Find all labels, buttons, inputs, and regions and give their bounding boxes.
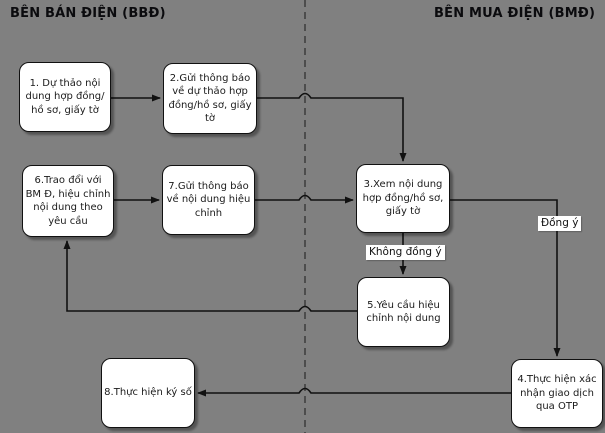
lane-title-buyer: BÊN MUA ĐIỆN (BMĐ) xyxy=(434,6,596,21)
arrow-step4-to-step8 xyxy=(197,387,511,397)
arrow-step5-to-step6 xyxy=(63,240,357,312)
edge-label-disagree: Không đồng ý xyxy=(366,245,445,261)
node-6-discuss-revise: 6.Trao đổi với BM Đ, hiệu chỉnh nội dung… xyxy=(22,165,114,237)
node-3-review-content: 3.Xem nội dung hợp đồng/hồ sơ, giấy tờ xyxy=(356,164,450,233)
node-1-draft-contract: 1. Dự thảo nội dung hợp đồng/ hồ sơ, giấ… xyxy=(19,62,111,132)
lane-title-seller: BÊN BÁN ĐIỆN (BBĐ) xyxy=(10,6,166,21)
node-8-digital-sign: 8.Thực hiện ký số xyxy=(101,358,195,428)
arrow-step3-to-step4-agree xyxy=(450,199,561,357)
node-4-confirm-otp: 4.Thực hiện xác nhận giao dịch qua OTP xyxy=(511,359,603,428)
arrow-step2-to-step3 xyxy=(257,92,407,162)
node-2-send-draft-notice: 2.Gửi thông báo về dự thảo hợp đồng/hồ s… xyxy=(163,63,257,134)
node-7-send-revision-notice: 7.Gửi thông báo về nội dung hiệu chỉnh xyxy=(162,165,255,235)
arrow-step7-to-step3 xyxy=(255,194,354,204)
node-5-request-revision: 5.Yêu cầu hiệu chỉnh nội dung xyxy=(357,277,450,347)
edge-label-agree: Đồng ý xyxy=(538,216,582,232)
